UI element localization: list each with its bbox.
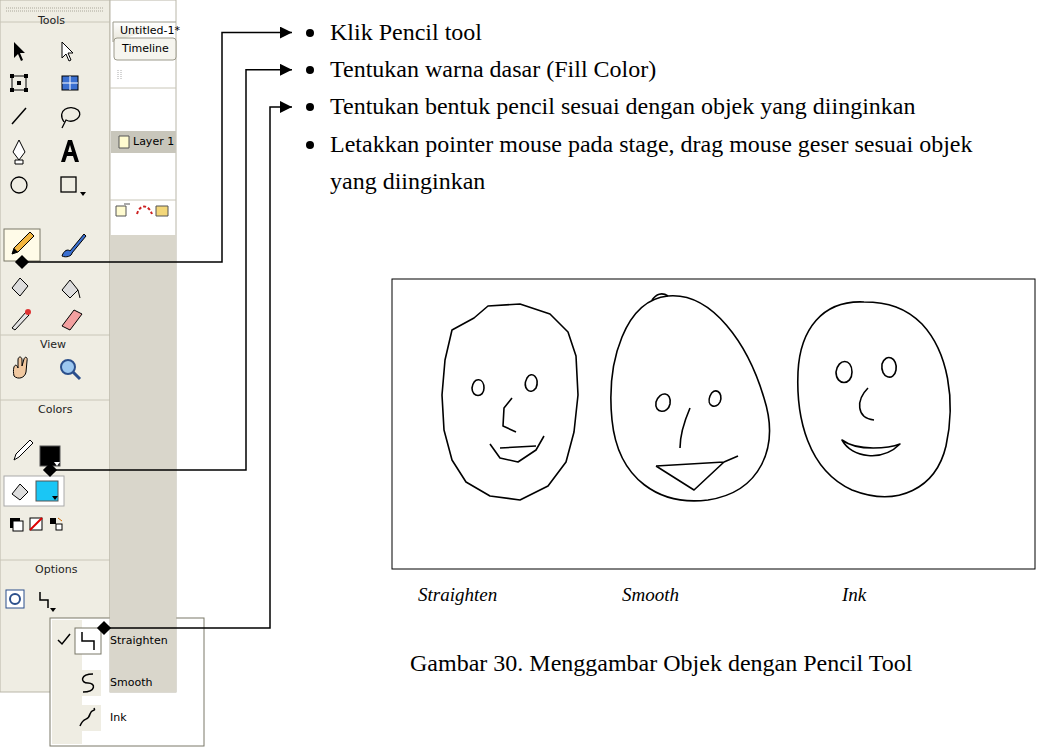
bullet-dot <box>306 103 314 111</box>
timeline-button: Timeline <box>122 42 169 55</box>
leader-arrow <box>50 70 292 470</box>
drawing-frame <box>392 279 1035 569</box>
leader-arrow <box>22 33 292 262</box>
instruction-list: Klik Pencil toolTentukan warna dasar (Fi… <box>330 14 1020 200</box>
instruction-text: Klik Pencil tool <box>330 19 482 45</box>
panel-heading: View <box>40 338 66 351</box>
leader-arrow <box>104 107 292 628</box>
instruction-item: Letakkan pointer mouse pada stage, drag … <box>330 126 1020 200</box>
figure-caption: Gambar 30. Menggambar Objek dengan Penci… <box>410 650 912 677</box>
instruction-item: Klik Pencil tool <box>330 14 1020 51</box>
instruction-text: Letakkan pointer mouse pada stage, drag … <box>330 131 972 194</box>
bullet-dot <box>306 66 314 74</box>
pencil-mode-menu <box>50 618 204 746</box>
figure-label: Straighten <box>418 584 497 606</box>
menu-item: Smooth <box>110 676 152 689</box>
bullet-dot <box>306 29 314 37</box>
figure-label: Smooth <box>622 584 679 606</box>
figure-label: Ink <box>842 584 866 606</box>
bullet-dot <box>306 141 314 149</box>
panel-heading: Colors <box>38 403 72 416</box>
instruction-item: Tentukan bentuk pencil sesuai dengan obj… <box>330 88 1020 125</box>
instruction-text: Tentukan bentuk pencil sesuai dengan obj… <box>330 93 916 119</box>
tools-panel <box>0 0 110 692</box>
menu-item: Ink <box>110 711 127 724</box>
layer-name: Layer 1 <box>133 135 174 148</box>
document-tab: Untitled-1* <box>120 24 180 37</box>
instruction-text: Tentukan warna dasar (Fill Color) <box>330 56 656 82</box>
panel-heading: Tools <box>38 14 65 27</box>
instruction-item: Tentukan warna dasar (Fill Color) <box>330 51 1020 88</box>
leader-start-marker <box>97 621 111 635</box>
panel-heading: Options <box>35 563 77 576</box>
menu-item: Straighten <box>110 634 168 647</box>
face-drawings <box>442 294 950 501</box>
leader-start-marker <box>15 255 29 269</box>
leader-start-marker <box>43 463 57 477</box>
